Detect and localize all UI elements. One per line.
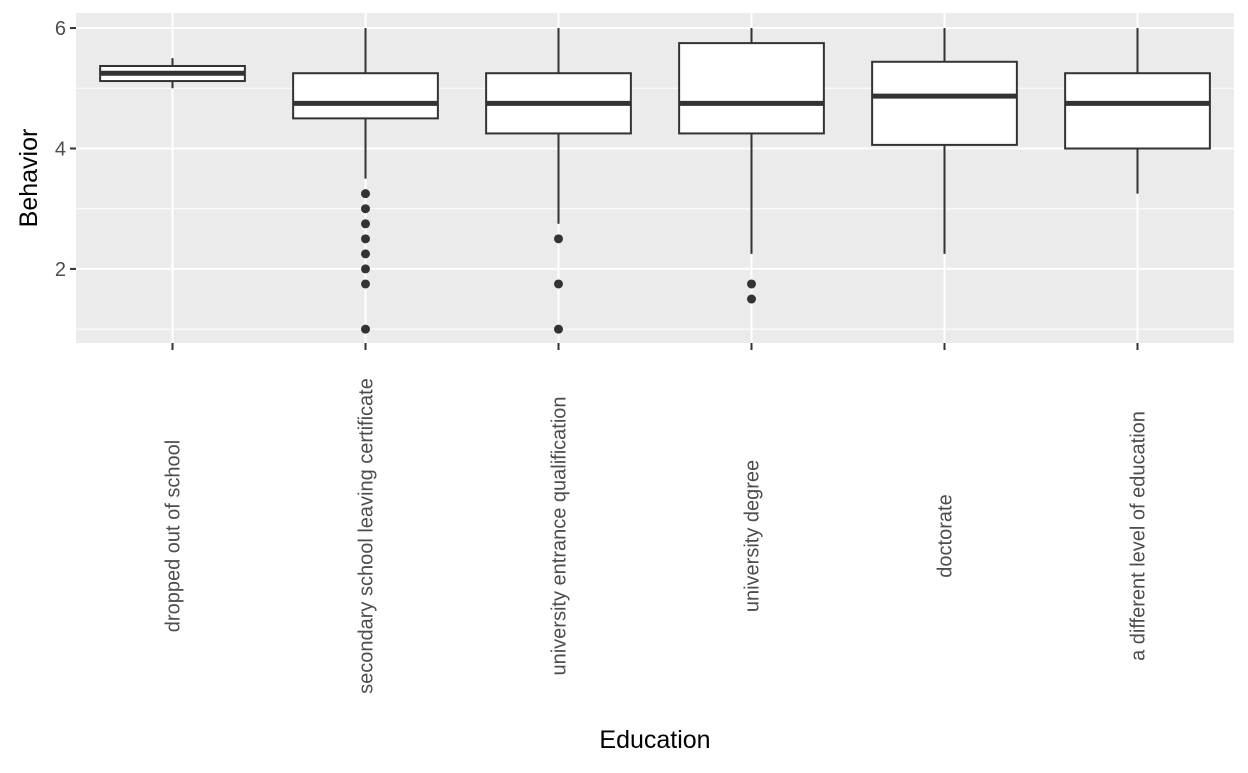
iqr-box bbox=[678, 42, 825, 135]
boxplot-layer bbox=[99, 28, 1211, 334]
outlier-point bbox=[554, 234, 563, 244]
y-tick-label: 2 bbox=[55, 259, 66, 281]
outlier-point bbox=[361, 279, 370, 289]
x-tick-label: a different level of education bbox=[1128, 411, 1150, 661]
x-axis: dropped out of school secondary school le… bbox=[163, 343, 1150, 694]
box-group bbox=[292, 28, 439, 334]
x-axis-title: Education bbox=[599, 726, 710, 754]
y-tick-label: 4 bbox=[55, 138, 66, 160]
y-axis: 2 4 6 bbox=[55, 18, 76, 281]
x-tick-label: university entrance qualification bbox=[549, 396, 571, 675]
box-group bbox=[485, 28, 632, 334]
outlier-point bbox=[361, 204, 370, 214]
minor-gridlines bbox=[76, 87, 1234, 330]
x-tick-label: doctorate bbox=[935, 494, 957, 577]
outlier-point bbox=[747, 294, 756, 304]
outlier-point bbox=[361, 219, 370, 229]
outlier-point bbox=[361, 234, 370, 244]
iqr-box bbox=[292, 72, 439, 120]
box-group bbox=[99, 58, 246, 89]
y-tick-label: 6 bbox=[55, 18, 66, 40]
x-tick-label: dropped out of school bbox=[163, 440, 185, 632]
outlier-point bbox=[554, 324, 563, 334]
x-tick-label: secondary school leaving certificate bbox=[356, 378, 378, 694]
box-group bbox=[871, 28, 1018, 254]
box-group bbox=[1064, 28, 1211, 194]
panel-background bbox=[76, 13, 1234, 343]
iqr-box bbox=[871, 60, 1018, 146]
outlier-point bbox=[554, 279, 563, 289]
outlier-point bbox=[361, 264, 370, 274]
y-axis-title: Behavior bbox=[15, 129, 43, 228]
outlier-point bbox=[361, 324, 370, 334]
outlier-point bbox=[361, 189, 370, 199]
x-tick-label: university degree bbox=[742, 460, 764, 612]
outlier-point bbox=[361, 249, 370, 259]
iqr-box bbox=[1064, 72, 1211, 150]
box-group bbox=[678, 28, 825, 304]
outlier-point bbox=[747, 279, 756, 289]
